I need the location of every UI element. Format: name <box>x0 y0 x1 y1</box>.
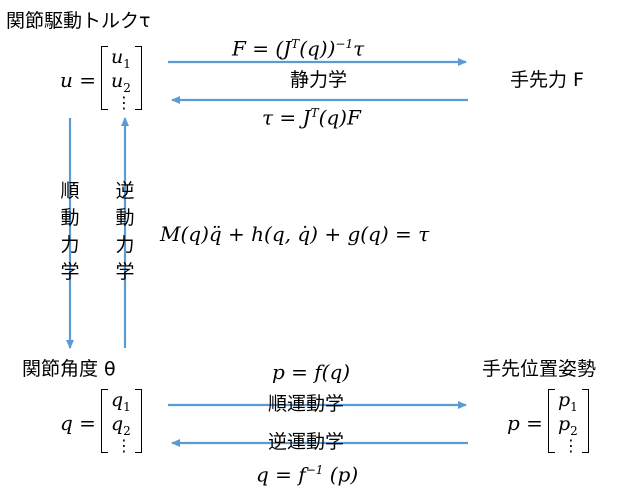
inverse-dynamics-char-1: 逆 <box>115 180 135 202</box>
q-bracket-left <box>101 389 108 453</box>
force-equation: F = (JT(q))−1τ <box>232 36 365 61</box>
statics-label: 静力学 <box>290 69 348 91</box>
forward-dynamics-char-3: 力 <box>60 234 80 256</box>
u-element-2: u2 <box>111 70 131 95</box>
inverse-kinematics-label: 逆運動学 <box>268 431 345 453</box>
forward-dynamics-label: 順 動 力 学 <box>58 178 82 286</box>
p-bracket-left <box>548 389 555 453</box>
q-element-1: q1 <box>111 389 131 414</box>
forward-dynamics-char-4: 学 <box>60 261 80 283</box>
joint-angle-label: 関節角度 θ <box>22 358 116 380</box>
p-bracket-right <box>582 389 589 453</box>
p-element-2: p2 <box>558 413 578 438</box>
joint-torque-label: 関節駆動トルクτ <box>6 10 151 32</box>
forward-kinematics-equation: p = f(q) <box>272 360 351 384</box>
u-bracket-right <box>135 46 142 110</box>
inverse-dynamics-char-2: 動 <box>115 207 135 229</box>
q-lhs: q = <box>60 411 96 435</box>
torque-equation: τ = JT(q)F <box>262 105 361 130</box>
inverse-dynamics-label: 逆 動 力 学 <box>113 178 137 286</box>
q-element-dots: ⋮ <box>116 436 132 455</box>
u-lhs: u = <box>60 68 96 92</box>
forward-dynamics-char-1: 順 <box>60 180 80 202</box>
inverse-dynamics-char-3: 力 <box>115 234 135 256</box>
u-bracket-left <box>101 46 108 110</box>
tip-force-label: 手先力 F <box>510 69 584 91</box>
tip-pose-label: 手先位置姿勢 <box>482 358 597 380</box>
p-lhs: p = <box>507 411 543 435</box>
u-element-dots: ⋮ <box>116 93 132 112</box>
inverse-dynamics-char-4: 学 <box>115 261 135 283</box>
forward-dynamics-char-2: 動 <box>60 207 80 229</box>
p-element-dots: ⋮ <box>563 436 579 455</box>
forward-kinematics-label: 順運動学 <box>268 393 345 415</box>
p-element-1: p1 <box>558 389 578 414</box>
u-element-1: u1 <box>111 46 131 71</box>
inverse-kinematics-equation: q = f−1 (p) <box>256 462 359 487</box>
q-element-2: q2 <box>111 413 131 438</box>
q-bracket-right <box>135 389 142 453</box>
dynamics-equation: M(q)q̈ + h(q, q̇) + g(q) = τ <box>160 222 430 246</box>
